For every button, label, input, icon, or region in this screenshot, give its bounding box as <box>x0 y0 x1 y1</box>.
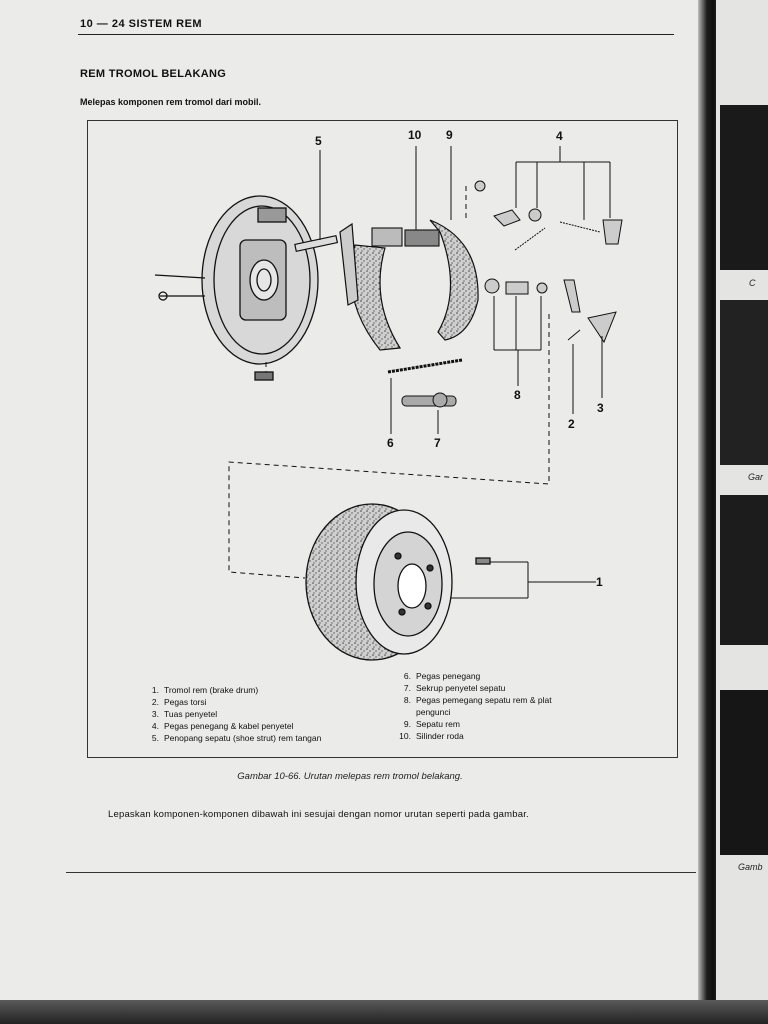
callout-7: 7 <box>434 436 441 450</box>
adjuster-screw <box>401 392 457 408</box>
callout-2: 2 <box>568 417 575 431</box>
brake-drum <box>305 503 491 661</box>
brake-shoe-left <box>339 222 402 351</box>
legend-right: 6.Pegas penegang 7.Sekrup penyetel sepat… <box>397 670 637 742</box>
brake-shoe-right <box>429 219 479 341</box>
next-page: C Gar Gamb <box>716 0 768 1000</box>
page-header: 10 — 24 SISTEM REM <box>80 18 203 30</box>
legend-item: 4.Pegas penegang & kabel penyetel <box>151 721 294 731</box>
callout-6: 6 <box>387 436 394 450</box>
photo-1 <box>720 105 768 270</box>
leader-lines <box>319 146 611 599</box>
legend-item: 5.Penopang sepatu (shoe strut) rem tanga… <box>151 733 322 743</box>
backing-plate <box>154 195 319 381</box>
legend-item: 2.Pegas torsi <box>151 697 207 707</box>
figure-frame <box>87 120 678 758</box>
shoe-strut <box>294 234 339 252</box>
callout-4: 4 <box>556 129 563 143</box>
next-page-caption: Gar <box>748 472 764 482</box>
subtitle: Melepas komponen rem tromol dari mobil. <box>80 97 262 107</box>
callout-9: 9 <box>446 128 453 142</box>
next-page-caption: C <box>749 278 756 288</box>
body-paragraph: Lepaskan komponen-komponen dibawah ini s… <box>108 809 529 820</box>
legend-item: 8.Pegas pemegang sepatu rem & plat <box>403 695 552 705</box>
callout-10: 10 <box>408 128 422 142</box>
figure-caption: Gambar 10-66. Urutan melepas rem tromol … <box>237 771 463 782</box>
footer-rule <box>66 872 696 873</box>
legend-left: 1.Tromol rem (brake drum) 2.Pegas torsi … <box>145 684 321 744</box>
legend-item: 1.Tromol rem (brake drum) <box>151 685 259 695</box>
legend-item: 6.Pegas penegang <box>403 671 481 681</box>
legend-item: 3.Tuas penyetel <box>151 709 218 719</box>
wheel-cylinder <box>371 227 440 247</box>
document-page: 10 — 24 SISTEM REM REM TROMOL BELAKANG M… <box>0 0 700 1000</box>
callout-5: 5 <box>315 134 322 148</box>
springs-group <box>474 180 623 344</box>
section-title: REM TROMOL BELAKANG <box>80 68 227 80</box>
callout-1: 1 <box>596 575 603 589</box>
tension-spring <box>387 358 463 374</box>
header-rule <box>78 34 674 35</box>
photo-2 <box>720 300 768 465</box>
legend-item: 7.Sekrup penyetel sepatu <box>403 683 506 693</box>
bottom-edge <box>0 1000 768 1024</box>
callout-3: 3 <box>597 401 604 415</box>
book-gutter <box>698 0 720 1000</box>
photo-4 <box>720 690 768 855</box>
next-page-caption: Gamb <box>738 862 763 872</box>
photo-3 <box>720 495 768 645</box>
legend-item: pengunci <box>416 707 451 717</box>
legend-item: 9.Sepatu rem <box>403 719 460 729</box>
brake-diagram: 1 2 3 4 5 6 7 8 9 10 <box>154 128 623 661</box>
callout-8: 8 <box>514 388 521 402</box>
legend-item: 10.Silinder roda <box>399 731 464 741</box>
dashed-path <box>228 186 550 579</box>
